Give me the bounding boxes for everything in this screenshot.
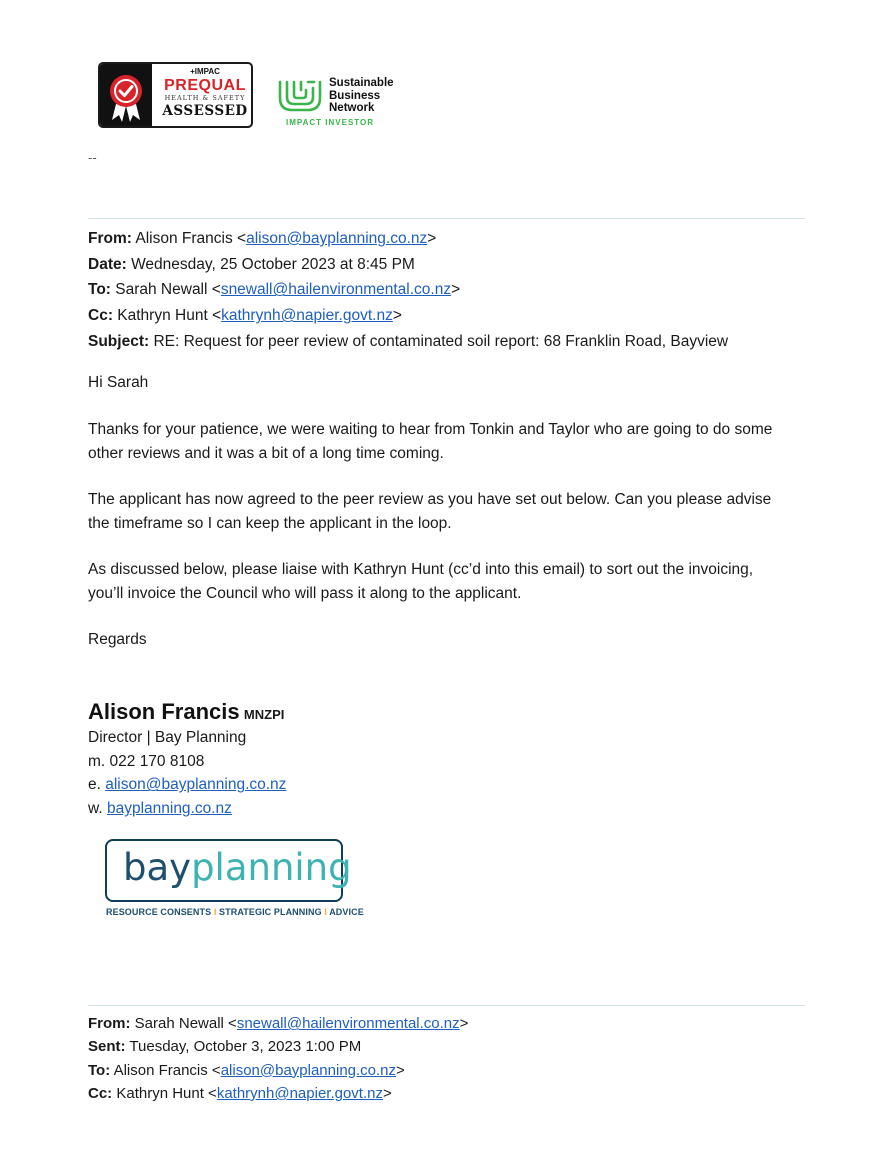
paragraph-3-line-2: you’ll invoice the Council who will pass… [88,584,522,602]
subject-label: Subject: [88,332,150,350]
previous-email-header: From: Sarah Newall <snewall@hailenvironm… [88,1012,468,1105]
tagline-strategic-planning: STRATEGIC PLANNING [219,907,322,917]
to-email-link[interactable]: snewall@hailenvironmental.co.nz [220,281,452,299]
badge-text-block: +IMPAC PREQUAL HEALTH & SAFETY ASSESSED [160,67,250,119]
to-close: > [451,281,461,299]
signature-name-row: Alison Francis MNZPI [88,699,284,725]
prev-from-close: > [459,1015,469,1032]
subject-row: Subject: RE: Request for peer review of … [88,329,728,355]
signature-website-prefix: w. [88,800,107,818]
health-safety-label: HEALTH & SAFETY [164,94,246,102]
tagline-separator-1: I [213,907,217,917]
from-label: From: [88,230,132,247]
sbn-line-1: Sustainable [329,77,394,89]
paragraph-1: Thanks for your patience, we were waitin… [88,418,772,465]
signature-email-prefix: e. [88,776,106,794]
latest-email-header: From: Alison Francis <alison@bayplanning… [88,226,728,355]
paragraph-1-line-2: other reviews and it was a bit of a long… [88,444,444,462]
paragraph-2-line-2: the timeframe so I can keep the applican… [88,514,452,532]
prev-from-name: Sarah Newall < [134,1015,237,1032]
impac-label: +IMPAC [190,67,220,76]
sbn-text-block: Sustainable Business Network [329,77,394,115]
paragraph-3-line-1: As discussed below, please liaise with K… [88,561,754,578]
subject-value: RE: Request for peer review of contamina… [153,332,729,350]
prev-to-row: To: Alison Francis <alison@bayplanning.c… [88,1059,468,1082]
signature-details: Director | Bay Planning m. 022 170 8108 … [88,726,286,821]
signature-website-row: w. bayplanning.co.nz [88,797,286,821]
tagline-resource-consents: RESOURCE CONSENTS [106,907,212,917]
sbn-impact-investor: IMPACT INVESTOR [286,118,375,127]
bay-planning-tagline: RESOURCE CONSENTS I STRATEGIC PLANNING I… [106,907,364,917]
assessed-label: ASSESSED [162,103,248,119]
date-row: Date: Wednesday, 25 October 2023 at 8:45… [88,252,728,278]
cc-row: Cc: Kathryn Hunt <kathrynh@napier.govt.n… [88,303,728,329]
signature-mobile: m. 022 170 8108 [88,752,205,770]
cc-email-link[interactable]: kathrynh@napier.govt.nz [221,307,393,325]
greeting: Hi Sarah [88,374,149,391]
sbn-line-2: Business [329,89,381,102]
signature-email-link[interactable]: alison@bayplanning.co.nz [105,776,287,794]
to-name: Sarah Newall < [115,281,221,299]
cc-close: > [392,307,402,325]
prev-sent-label: Sent: [88,1038,126,1056]
cc-name: Kathryn Hunt < [117,307,222,325]
signature-title: Director | Bay Planning [88,729,247,746]
prev-cc-email-link[interactable]: kathrynh@napier.govt.nz [216,1084,383,1102]
to-row: To: Sarah Newall <snewall@hailenvironmen… [88,277,728,303]
to-label: To: [88,281,111,299]
prev-sent-value: Tuesday, October 3, 2023 1:00 PM [129,1038,362,1056]
signature-name: Alison Francis [88,699,240,724]
signature-separator: -- [88,150,97,165]
checkmark-seal-icon [110,75,142,122]
prev-to-name: Alison Francis < [113,1061,221,1079]
from-email-link[interactable]: alison@bayplanning.co.nz [246,230,428,247]
tagline-advice: ADVICE [329,907,364,917]
prev-cc-name: Kathryn Hunt < [116,1084,217,1102]
prequal-label: PREQUAL [164,77,246,94]
sbn-spiral-icon [278,80,322,112]
prev-from-row: From: Sarah Newall <snewall@hailenvironm… [88,1012,468,1035]
logo-word-bay: bay [123,846,192,889]
signature-credentials: MNZPI [243,707,285,722]
from-close: > [427,230,437,247]
paragraph-3: As discussed below, please liaise with K… [88,558,753,605]
logo-word-planning: planning [191,846,352,889]
header-divider-previous [88,1005,805,1006]
cc-label: Cc: [88,307,113,325]
signature-website-link[interactable]: bayplanning.co.nz [106,800,232,818]
prev-to-label: To: [88,1061,111,1079]
paragraph-2-line-1: The applicant has now agreed to the peer… [88,491,772,508]
date-label: Date: [88,255,127,273]
badge-dark-panel [100,64,152,126]
bay-planning-logo-frame [105,839,343,902]
signature-email-row: e. alison@bayplanning.co.nz [88,773,286,797]
from-row: From: Alison Francis <alison@bayplanning… [88,226,728,252]
prev-cc-close: > [383,1084,392,1102]
bay-planning-logo-wordmark: bayplanning [123,843,352,893]
prev-from-label: From: [88,1015,131,1032]
prev-cc-label: Cc: [88,1084,113,1102]
paragraph-2: The applicant has now agreed to the peer… [88,488,771,535]
from-name: Alison Francis < [135,230,247,247]
prev-to-email-link[interactable]: alison@bayplanning.co.nz [220,1061,397,1079]
prev-to-close: > [396,1061,405,1079]
impac-prequal-badge: +IMPAC PREQUAL HEALTH & SAFETY ASSESSED [98,62,253,128]
prev-sent-row: Sent: Tuesday, October 3, 2023 1:00 PM [88,1035,468,1058]
date-value: Wednesday, 25 October 2023 at 8:45 PM [131,255,415,273]
prev-from-email-link[interactable]: snewall@hailenvironmental.co.nz [236,1015,460,1032]
tagline-separator-2: I [324,907,327,917]
prev-cc-row: Cc: Kathryn Hunt <kathrynh@napier.govt.n… [88,1082,468,1105]
paragraph-1-line-1: Thanks for your patience, we were waitin… [88,421,773,438]
sbn-line-3: Network [329,102,375,114]
closing: Regards [88,631,147,648]
sbn-logo-mark [276,78,324,114]
header-divider-top [88,218,805,219]
